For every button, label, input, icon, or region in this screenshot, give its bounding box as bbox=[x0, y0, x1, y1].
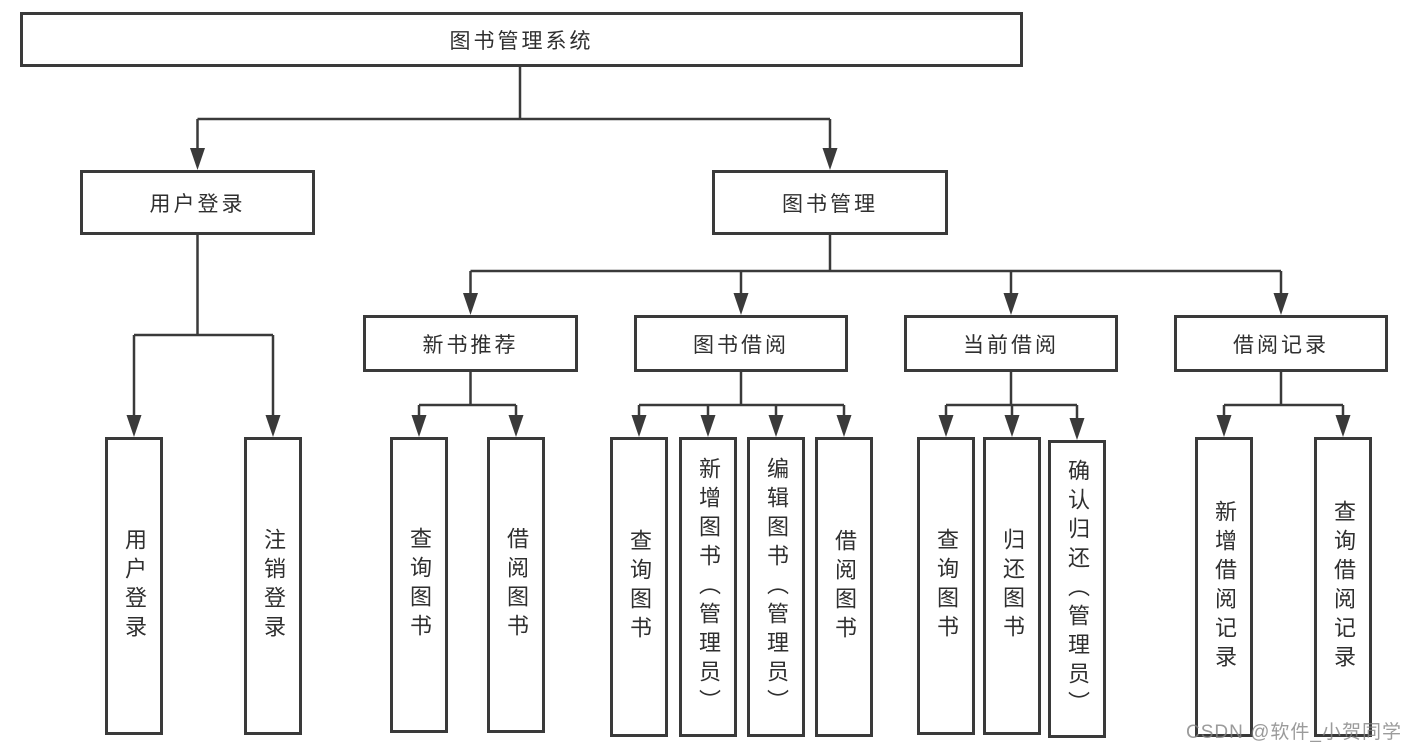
leaf-edit-books-admin-label: 编辑图书（管理员） bbox=[764, 456, 789, 718]
node-borrowing-records: 借阅记录 bbox=[1174, 315, 1388, 372]
leaf-query-books-borrowing-label: 查询图书 bbox=[627, 529, 652, 645]
leaf-add-borrow-record: 新增借阅记录 bbox=[1195, 437, 1253, 737]
node-root-system-label: 图书管理系统 bbox=[449, 29, 594, 53]
leaf-query-books-recommend-label: 查询图书 bbox=[407, 527, 432, 643]
leaf-borrow-books-recommend: 借阅图书 bbox=[487, 437, 545, 733]
node-new-book-recommend: 新书推荐 bbox=[363, 315, 578, 372]
leaf-logout: 注销登录 bbox=[244, 437, 302, 735]
node-root-system: 图书管理系统 bbox=[20, 12, 1023, 67]
node-book-management-label: 图书管理 bbox=[782, 192, 878, 216]
leaf-edit-books-admin: 编辑图书（管理员） bbox=[747, 437, 805, 737]
watermark: CSDN @软件_小贺同学 bbox=[1186, 722, 1402, 743]
node-user-login: 用户登录 bbox=[80, 170, 315, 235]
node-current-borrowing-label: 当前借阅 bbox=[963, 333, 1059, 357]
leaf-query-books-borrowing: 查询图书 bbox=[610, 437, 668, 737]
leaf-return-books: 归还图书 bbox=[983, 437, 1041, 735]
leaf-query-borrow-record: 查询借阅记录 bbox=[1314, 437, 1372, 737]
leaf-confirm-return-admin: 确认归还（管理员） bbox=[1048, 440, 1106, 738]
node-book-borrowing: 图书借阅 bbox=[634, 315, 848, 372]
leaf-add-books-admin-label: 新增图书（管理员） bbox=[696, 456, 721, 718]
leaf-logout-label: 注销登录 bbox=[261, 528, 286, 644]
leaf-borrow-books-borrowing-label: 借阅图书 bbox=[832, 529, 857, 645]
leaf-query-books-recommend: 查询图书 bbox=[390, 437, 448, 733]
leaf-user-login-label: 用户登录 bbox=[122, 528, 147, 644]
leaf-query-books-current: 查询图书 bbox=[917, 437, 975, 735]
leaf-return-books-label: 归还图书 bbox=[1000, 528, 1025, 644]
arrowheads bbox=[126, 148, 1351, 440]
leaf-confirm-return-admin-label: 确认归还（管理员） bbox=[1065, 458, 1090, 720]
node-new-book-recommend-label: 新书推荐 bbox=[422, 333, 519, 357]
leaf-query-borrow-record-label: 查询借阅记录 bbox=[1331, 500, 1356, 674]
leaf-query-books-current-label: 查询图书 bbox=[934, 528, 959, 644]
node-book-borrowing-label: 图书借阅 bbox=[693, 333, 789, 357]
node-current-borrowing: 当前借阅 bbox=[904, 315, 1118, 372]
leaf-user-login: 用户登录 bbox=[105, 437, 163, 735]
leaf-borrow-books-recommend-label: 借阅图书 bbox=[504, 527, 529, 643]
node-user-login-label: 用户登录 bbox=[149, 192, 246, 216]
leaf-add-books-admin: 新增图书（管理员） bbox=[679, 437, 737, 737]
node-borrowing-records-label: 借阅记录 bbox=[1233, 333, 1329, 357]
node-book-management: 图书管理 bbox=[712, 170, 948, 235]
leaf-add-borrow-record-label: 新增借阅记录 bbox=[1212, 500, 1237, 674]
leaf-borrow-books-borrowing: 借阅图书 bbox=[815, 437, 873, 737]
